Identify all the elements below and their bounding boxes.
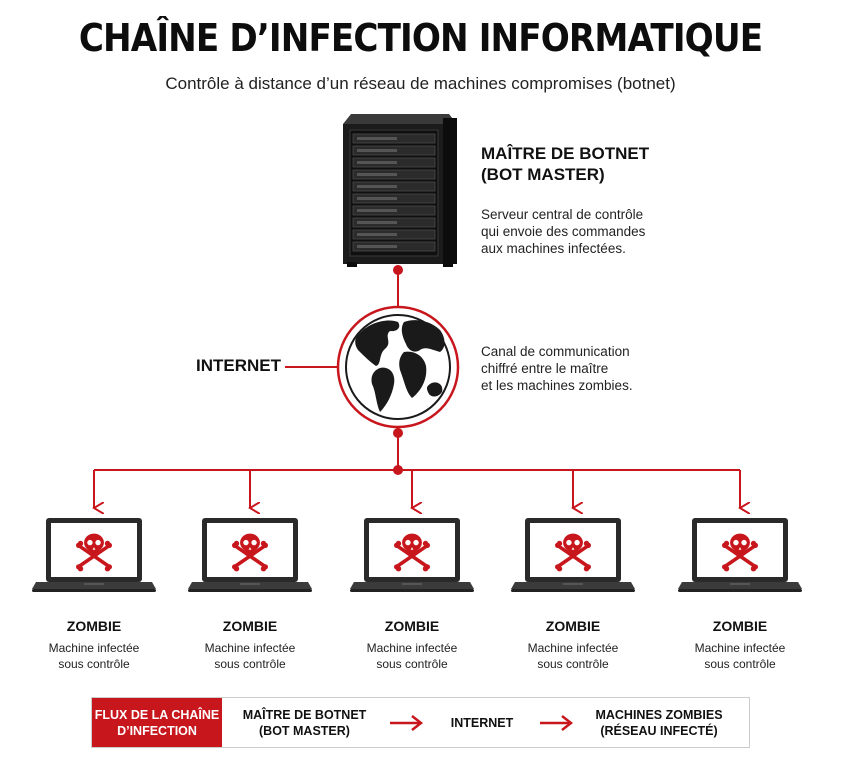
rack-drive-slot [357, 197, 397, 200]
zombie-desc-line: Machine infectée [694, 641, 786, 655]
bot-master-subtitle-line: (BOT MASTER) [481, 165, 605, 184]
legend-heading-line: FLUX DE LA CHAÎNE [94, 707, 220, 722]
rack-drive-slot [357, 185, 397, 188]
zombie-label: ZOMBIE [222, 618, 278, 634]
server-rack-icon [343, 114, 457, 267]
internet-desc-line: et les machines zombies. [481, 378, 633, 393]
bot-master-description: Serveur central de contrôle qui envoie d… [481, 206, 701, 257]
zombie-description: Machine infectée sous contrôle [180, 640, 320, 672]
zombie-description: Machine infectée sous contrôle [24, 640, 164, 672]
rack-drive-slot [357, 245, 397, 248]
internet-label: INTERNET [196, 356, 281, 375]
legend-step-line: MAÎTRE DE BOTNET [242, 707, 367, 722]
rack-drive-slot [357, 233, 397, 236]
zombie-description: Machine infectée sous contrôle [670, 640, 810, 672]
rack-drive-slot [357, 161, 397, 164]
infected-laptop-skull-icon [188, 518, 312, 592]
zombie-desc-line: sous contrôle [537, 657, 609, 671]
page-subtitle: Contrôle à distance d’un réseau de machi… [165, 74, 676, 93]
infected-laptop-skull-icon [678, 518, 802, 592]
zombie-label: ZOMBIE [545, 618, 601, 634]
zombie-desc-line: sous contrôle [704, 657, 776, 671]
infected-laptop-skull-icon [350, 518, 474, 592]
infected-laptop-skull-icon [32, 518, 156, 592]
legend-heading: FLUX DE LA CHAÎNE D’INFECTION [92, 698, 222, 747]
bot-master-desc-line: qui envoie des commandes [481, 224, 646, 239]
rack-drive-slot [357, 221, 397, 224]
internet-desc-line: chiffré entre le maître [481, 361, 609, 376]
bot-master-desc-line: aux machines infectées. [481, 241, 626, 256]
rack-drive-slot [357, 149, 397, 152]
bot-master-title: MAÎTRE DE BOTNET (BOT MASTER) [481, 143, 681, 185]
bot-master-title-line: MAÎTRE DE BOTNET [481, 144, 650, 163]
page-title: CHAÎNE D’INFECTION INFORMATIQUE [78, 16, 763, 60]
zombie-description: Machine infectée sous contrôle [503, 640, 643, 672]
zombie-desc-line: Machine infectée [366, 641, 458, 655]
legend-step-bot-master: MAÎTRE DE BOTNET (BOT MASTER) [232, 698, 377, 747]
zombie-desc-line: sous contrôle [214, 657, 286, 671]
legend-step-line: (RÉSEAU INFECTÉ) [600, 723, 718, 738]
zombie-label: ZOMBIE [712, 618, 768, 634]
legend-heading-line: D’INFECTION [117, 723, 197, 738]
zombie-desc-line: Machine infectée [48, 641, 140, 655]
zombie-label: ZOMBIE [384, 618, 440, 634]
rack-drive-slot [357, 137, 397, 140]
zombie-desc-line: Machine infectée [527, 641, 619, 655]
infected-laptop-skull-icon [511, 518, 635, 592]
rack-drive-slot [357, 173, 397, 176]
internet-description: Canal de communication chiffré entre le … [481, 343, 701, 394]
zombie-desc-line: sous contrôle [58, 657, 130, 671]
arrow-right-icon [540, 715, 574, 731]
legend-step-line: MACHINES ZOMBIES [595, 707, 723, 722]
rack-drive-slot [357, 209, 397, 212]
zombie-desc-line: sous contrôle [376, 657, 448, 671]
globe-icon [336, 305, 460, 429]
legend-step-line: (BOT MASTER) [259, 723, 350, 738]
zombie-desc-line: Machine infectée [204, 641, 296, 655]
legend-step-zombies: MACHINES ZOMBIES (RÉSEAU INFECTÉ) [584, 698, 734, 747]
legend-step-internet: INTERNET [450, 715, 514, 730]
zombie-label: ZOMBIE [66, 618, 122, 634]
arrow-right-icon [390, 715, 424, 731]
zombie-description: Machine infectée sous contrôle [342, 640, 482, 672]
bot-master-desc-line: Serveur central de contrôle [481, 207, 644, 222]
internet-desc-line: Canal de communication [481, 344, 630, 359]
infection-flow-legend: FLUX DE LA CHAÎNE D’INFECTION MAÎTRE DE … [91, 697, 750, 748]
